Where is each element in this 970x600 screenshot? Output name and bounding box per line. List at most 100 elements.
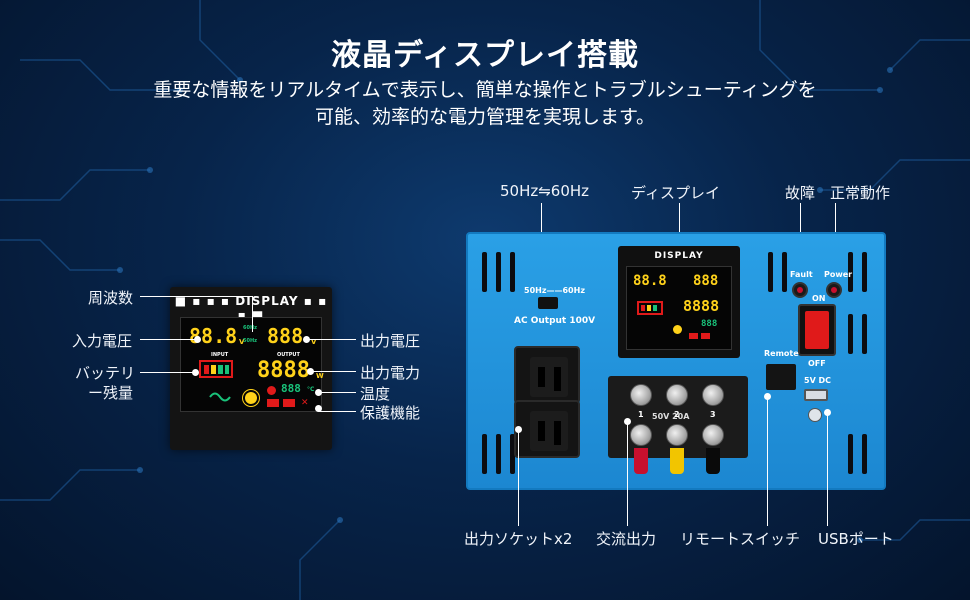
vent-slot	[482, 252, 487, 292]
terminal-screw	[666, 384, 688, 406]
inverter-display: DISPLAY 88.8 888 8888 888	[618, 246, 740, 358]
terminal-number: 3	[710, 410, 716, 419]
temperature-sun-icon	[245, 392, 257, 404]
inverter-battery-icon	[637, 301, 663, 315]
lead-line	[140, 296, 252, 297]
lead-dot	[307, 368, 314, 375]
panel-w-unit: W	[316, 372, 324, 380]
warning-dot-icon	[267, 386, 276, 395]
panel-power-digits: 8888	[257, 358, 310, 383]
inverter-protect-icon	[689, 333, 698, 339]
lead-line	[318, 392, 356, 393]
display-panel-closeup: ■ ▪ ▪ ▪ DISPLAY ▪ ▪ ▪ ■ 88.8 V 60Hz 50Hz…	[170, 287, 332, 450]
inverter-input-digits: 88.8	[633, 273, 667, 289]
remote-port[interactable]	[766, 364, 796, 390]
panel-hz60: 60Hz	[243, 325, 258, 331]
inverter-on-label: ON	[812, 294, 826, 303]
terminal-screw	[702, 424, 724, 446]
power-led	[826, 282, 842, 298]
terminal-screw	[702, 384, 724, 406]
inverter-lcd: 88.8 888 8888 888	[626, 266, 732, 350]
fan-icon: ✕	[301, 398, 309, 408]
terminal-screw	[666, 424, 688, 446]
panel-c-unit: °C	[307, 386, 315, 393]
lead-dot	[624, 418, 631, 425]
lead-dot	[515, 426, 522, 433]
lead-line	[627, 422, 628, 526]
inverter-power-label: Power	[824, 270, 853, 279]
vent-slot	[862, 252, 867, 292]
ac-wave-icon	[209, 392, 231, 402]
vent-slot	[482, 434, 487, 474]
lead-line	[306, 339, 356, 340]
inverter-front-panel: 50Hz——60Hz AC Output 100V DISPLAY 88.8 8…	[466, 232, 886, 490]
page-title: 液晶ディスプレイ搭載	[331, 38, 639, 73]
power-switch[interactable]	[798, 304, 836, 356]
panel-title: ■ ▪ ▪ ▪ DISPLAY ▪ ▪ ▪ ■	[174, 294, 328, 322]
vent-slot	[510, 252, 515, 292]
inverter-off-label: OFF	[808, 359, 826, 368]
ac-outlet-1[interactable]	[514, 346, 580, 404]
callout-normal: 正常動作	[830, 184, 891, 202]
vent-slot	[862, 314, 867, 354]
lead-line	[310, 371, 356, 372]
panel-output-tag: OUTPUT	[277, 352, 300, 358]
callout-usb: USBポート	[818, 530, 894, 548]
inverter-sun-icon	[673, 325, 682, 334]
panel-temp-digits: 888	[281, 382, 301, 395]
inverter-fault-label: Fault	[790, 270, 813, 279]
callout-frequency: 周波数	[88, 289, 134, 307]
freq-switch[interactable]	[538, 297, 558, 309]
page-subtitle-line2: 可能、効率的な電力管理を実現します。	[314, 106, 656, 128]
lead-line	[140, 372, 196, 373]
vent-slot	[848, 252, 853, 292]
callout-remote: リモートスイッチ	[680, 530, 801, 548]
panel-v-unit-out: V	[311, 338, 317, 346]
lead-dot	[824, 409, 831, 416]
lead-line	[252, 296, 253, 332]
ac-output-terminal: 50V 20A 1 2 3	[608, 376, 748, 474]
lead-line	[140, 339, 198, 340]
lead-line	[518, 430, 519, 526]
vent-slot	[848, 434, 853, 474]
inverter-remote-label: Remote	[764, 349, 799, 358]
usb-port[interactable]	[804, 389, 828, 401]
inverter-usb-label: 5V DC	[804, 376, 832, 385]
lead-dot	[192, 369, 199, 376]
callout-input-voltage: 入力電圧	[72, 332, 133, 350]
inverter-display-title: DISPLAY	[654, 251, 704, 261]
lead-line	[827, 413, 828, 526]
page-subtitle-line1: 重要な情報をリアルタイムで表示し、簡単な操作とトラブルシューティングを	[153, 79, 817, 101]
lead-line	[767, 397, 768, 526]
callout-ac-output: 交流出力	[596, 530, 657, 548]
callout-freq-switch: 50Hz⇋60Hz	[500, 182, 590, 200]
panel-output-digits: 888	[267, 324, 304, 348]
callout-outlets: 出力ソケットx2	[464, 530, 573, 548]
ground-screw-icon	[808, 408, 822, 422]
fault-led	[792, 282, 808, 298]
vent-slot	[496, 434, 501, 474]
panel-lcd: 88.8 V 60Hz 50Hz 888 V INPUT OUTPUT 8888…	[180, 317, 324, 412]
lead-dot	[194, 336, 201, 343]
lead-line	[679, 203, 680, 253]
callout-output-voltage: 出力電圧	[360, 332, 421, 350]
callout-output-power: 出力電力	[360, 364, 421, 382]
protect-block-icon	[283, 399, 295, 407]
callout-battery-line1: バッテリ	[75, 364, 136, 382]
inverter-protect-icon	[701, 333, 710, 339]
callout-protection: 保護機能	[360, 404, 421, 422]
lead-dot	[303, 336, 310, 343]
lead-line	[318, 411, 356, 412]
terminal-number: 2	[674, 410, 680, 419]
callout-battery-line2: ー残量	[88, 384, 134, 402]
vent-slot	[510, 434, 515, 474]
callout-fault: 故障	[785, 184, 816, 202]
lead-dot	[764, 393, 771, 400]
terminal-number: 1	[638, 410, 644, 419]
terminal-rating: 50V 20A	[652, 412, 690, 421]
vent-slot	[782, 252, 787, 292]
lead-dot	[315, 405, 322, 412]
wire-red	[634, 448, 648, 474]
ac-outlet-2[interactable]	[514, 400, 580, 458]
